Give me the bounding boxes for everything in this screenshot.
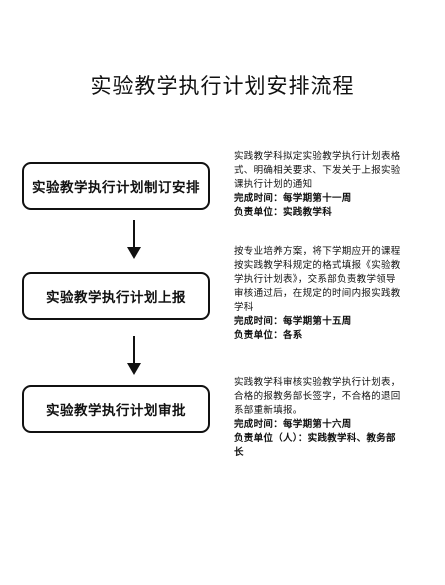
down-arrow-icon xyxy=(127,336,141,375)
flow-step-label: 实验教学执行计划审批 xyxy=(46,403,186,419)
step-description-text: 实践教学科拟定实验教学执行计划表格式、明确相关要求、下发关于上报实验课执行计划的… xyxy=(234,151,401,190)
step-description-1: 实践教学科拟定实验教学执行计划表格式、明确相关要求、下发关于上报实验课执行计划的… xyxy=(234,150,404,220)
step-description-3: 实践教学科审核实验教学执行计划表，合格的报教务部长签字，不合格的退回系部重新填报… xyxy=(234,376,404,460)
step-responsible-unit: 负责单位（人）：实践教学科、教务部长 xyxy=(234,433,396,458)
step-responsible-unit: 负责单位：实践教学科 xyxy=(234,207,333,218)
step-description-text: 实践教学科审核实验教学执行计划表，合格的报教务部长签字，不合格的退回系部重新填报… xyxy=(234,377,401,416)
down-arrow-icon xyxy=(127,220,141,259)
step-responsible-unit: 负责单位：各系 xyxy=(234,330,303,341)
flow-step-plan-arrangement: 实验教学执行计划制订安排 xyxy=(22,162,210,210)
step-completion-time: 完成时间：每学期第十六周 xyxy=(234,419,352,430)
step-completion-time: 完成时间：每学期第十一周 xyxy=(234,193,352,204)
step-description-text: 按专业培养方案，将下学期应开的课程按实践教学科规定的格式填报《实验教学执行计划表… xyxy=(234,246,401,313)
page-title: 实验教学执行计划安排流程 xyxy=(90,74,355,98)
step-completion-time: 完成时间：每学期第十五周 xyxy=(234,316,352,327)
step-description-2: 按专业培养方案，将下学期应开的课程按实践教学科规定的格式填报《实验教学执行计划表… xyxy=(234,245,404,343)
flow-step-label: 实验教学执行计划上报 xyxy=(46,290,186,306)
flow-step-plan-approval: 实验教学执行计划审批 xyxy=(22,385,210,433)
flow-step-label: 实验教学执行计划制订安排 xyxy=(32,180,200,196)
flow-step-plan-submission: 实验教学执行计划上报 xyxy=(22,272,210,320)
